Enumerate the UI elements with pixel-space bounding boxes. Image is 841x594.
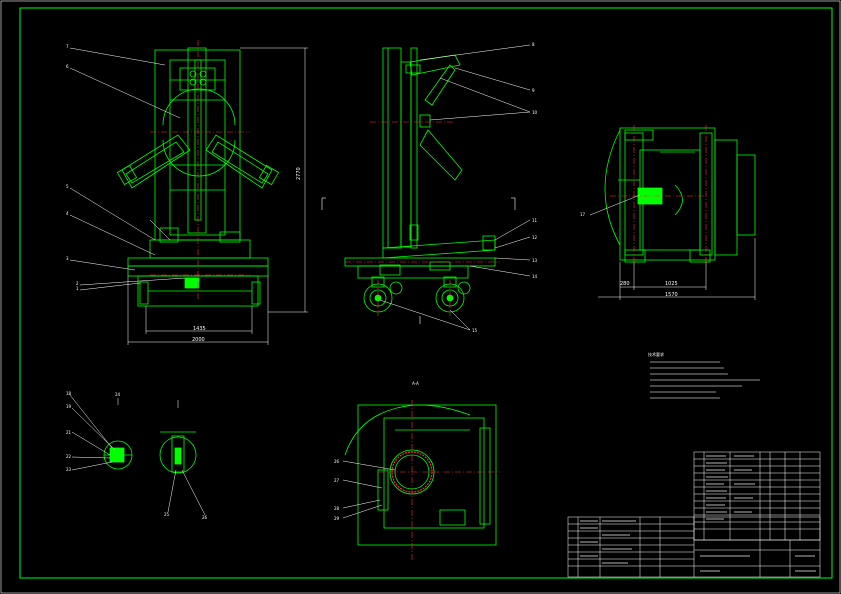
top-view-dimensions bbox=[598, 238, 756, 300]
front-overall-width-dim: 2000 bbox=[192, 337, 205, 343]
side-view-balloons: 8 9 10 11 12 13 14 15 bbox=[472, 42, 538, 333]
side-balloon-12: 12 bbox=[532, 235, 538, 240]
notes-lines bbox=[650, 361, 760, 399]
side-balloon-14: 14 bbox=[532, 274, 538, 279]
top-left-dim: 280 bbox=[620, 281, 630, 287]
top-overall-dim: 1570 bbox=[665, 292, 678, 298]
front-view-leaders bbox=[69, 47, 186, 291]
top-view-centerlines bbox=[610, 125, 707, 265]
svg-text:4: 4 bbox=[66, 211, 69, 216]
svg-text:26: 26 bbox=[334, 459, 340, 464]
top-mid-dim: 1025 bbox=[665, 281, 678, 287]
svg-text:24: 24 bbox=[115, 392, 121, 397]
svg-text:28: 28 bbox=[334, 506, 340, 511]
detail-view-left bbox=[103, 440, 133, 470]
detail-view-right-leaders bbox=[167, 400, 206, 516]
side-view-leaders bbox=[379, 44, 531, 331]
svg-text:2: 2 bbox=[76, 281, 79, 286]
front-view-centerlines bbox=[150, 40, 250, 300]
side-view-centerlines bbox=[345, 121, 500, 316]
front-view-dimensions bbox=[127, 47, 308, 345]
svg-text:18: 18 bbox=[66, 391, 72, 396]
svg-text:6: 6 bbox=[66, 64, 69, 69]
side-balloon-9: 9 bbox=[532, 88, 535, 93]
svg-text:19: 19 bbox=[66, 404, 72, 409]
svg-text:27: 27 bbox=[334, 478, 340, 483]
section-title: A-A bbox=[412, 381, 419, 386]
notes-title: 技术要求 bbox=[648, 351, 664, 357]
svg-text:26: 26 bbox=[202, 515, 208, 520]
detail-view-right-balloons: 25 26 bbox=[164, 512, 208, 520]
side-balloon-15: 15 bbox=[472, 328, 478, 333]
section-view-leaders bbox=[342, 460, 396, 519]
section-markers bbox=[321, 197, 516, 324]
svg-text:25: 25 bbox=[164, 512, 170, 517]
svg-text:1: 1 bbox=[76, 286, 79, 291]
parts-list bbox=[693, 451, 821, 541]
section-view-centerlines bbox=[378, 400, 500, 560]
svg-text:5: 5 bbox=[66, 184, 69, 189]
svg-text:23: 23 bbox=[66, 467, 72, 472]
front-height-dim: 2770 bbox=[296, 167, 302, 180]
front-view bbox=[116, 47, 280, 307]
top-view-leader bbox=[589, 194, 641, 216]
parts-list-text bbox=[706, 455, 755, 520]
svg-text:21: 21 bbox=[66, 430, 72, 435]
front-inner-width-dim: 1435 bbox=[193, 326, 206, 332]
svg-text:7: 7 bbox=[66, 44, 69, 49]
side-balloon-8: 8 bbox=[532, 42, 535, 47]
title-block-text bbox=[580, 520, 816, 572]
side-view bbox=[344, 47, 496, 313]
top-view bbox=[604, 127, 756, 263]
svg-text:29: 29 bbox=[334, 516, 340, 521]
section-view-balloons: 26 27 28 29 bbox=[334, 459, 340, 521]
drawing-frame bbox=[19, 7, 833, 579]
svg-text:3: 3 bbox=[66, 256, 69, 261]
top-balloon-17: 17 bbox=[580, 212, 586, 217]
side-balloon-10: 10 bbox=[532, 110, 538, 115]
svg-text:22: 22 bbox=[66, 454, 72, 459]
section-view bbox=[344, 404, 497, 546]
detail-view-left-balloons: 18 19 21 22 23 24 bbox=[66, 391, 121, 472]
detail-view-left-leaders bbox=[69, 394, 119, 471]
title-block bbox=[567, 516, 821, 578]
side-balloon-13: 13 bbox=[532, 258, 538, 263]
side-balloon-11: 11 bbox=[532, 218, 538, 223]
front-view-balloons: 7 6 5 4 3 2 1 bbox=[66, 44, 79, 291]
detail-view-right bbox=[159, 431, 197, 474]
